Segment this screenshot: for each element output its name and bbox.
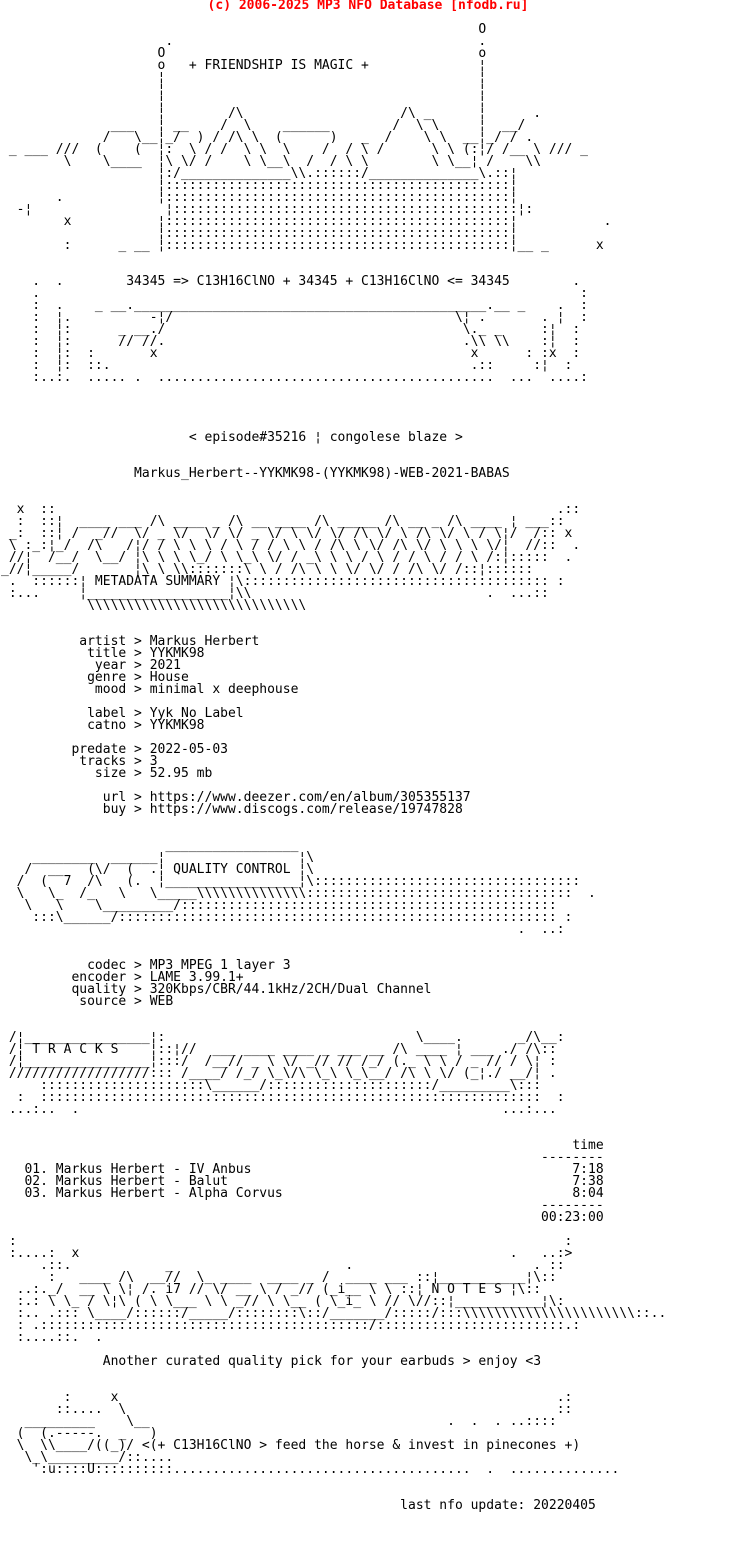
nfo-ascii-art: O . . O o o + FRIENDSHIP IS MAGIC + ¦ [1, 22, 667, 1513]
nfo-db-copyright-header: (c) 2006-2025 MP3 NFO Database [nfodb.ru… [207, 0, 529, 13]
